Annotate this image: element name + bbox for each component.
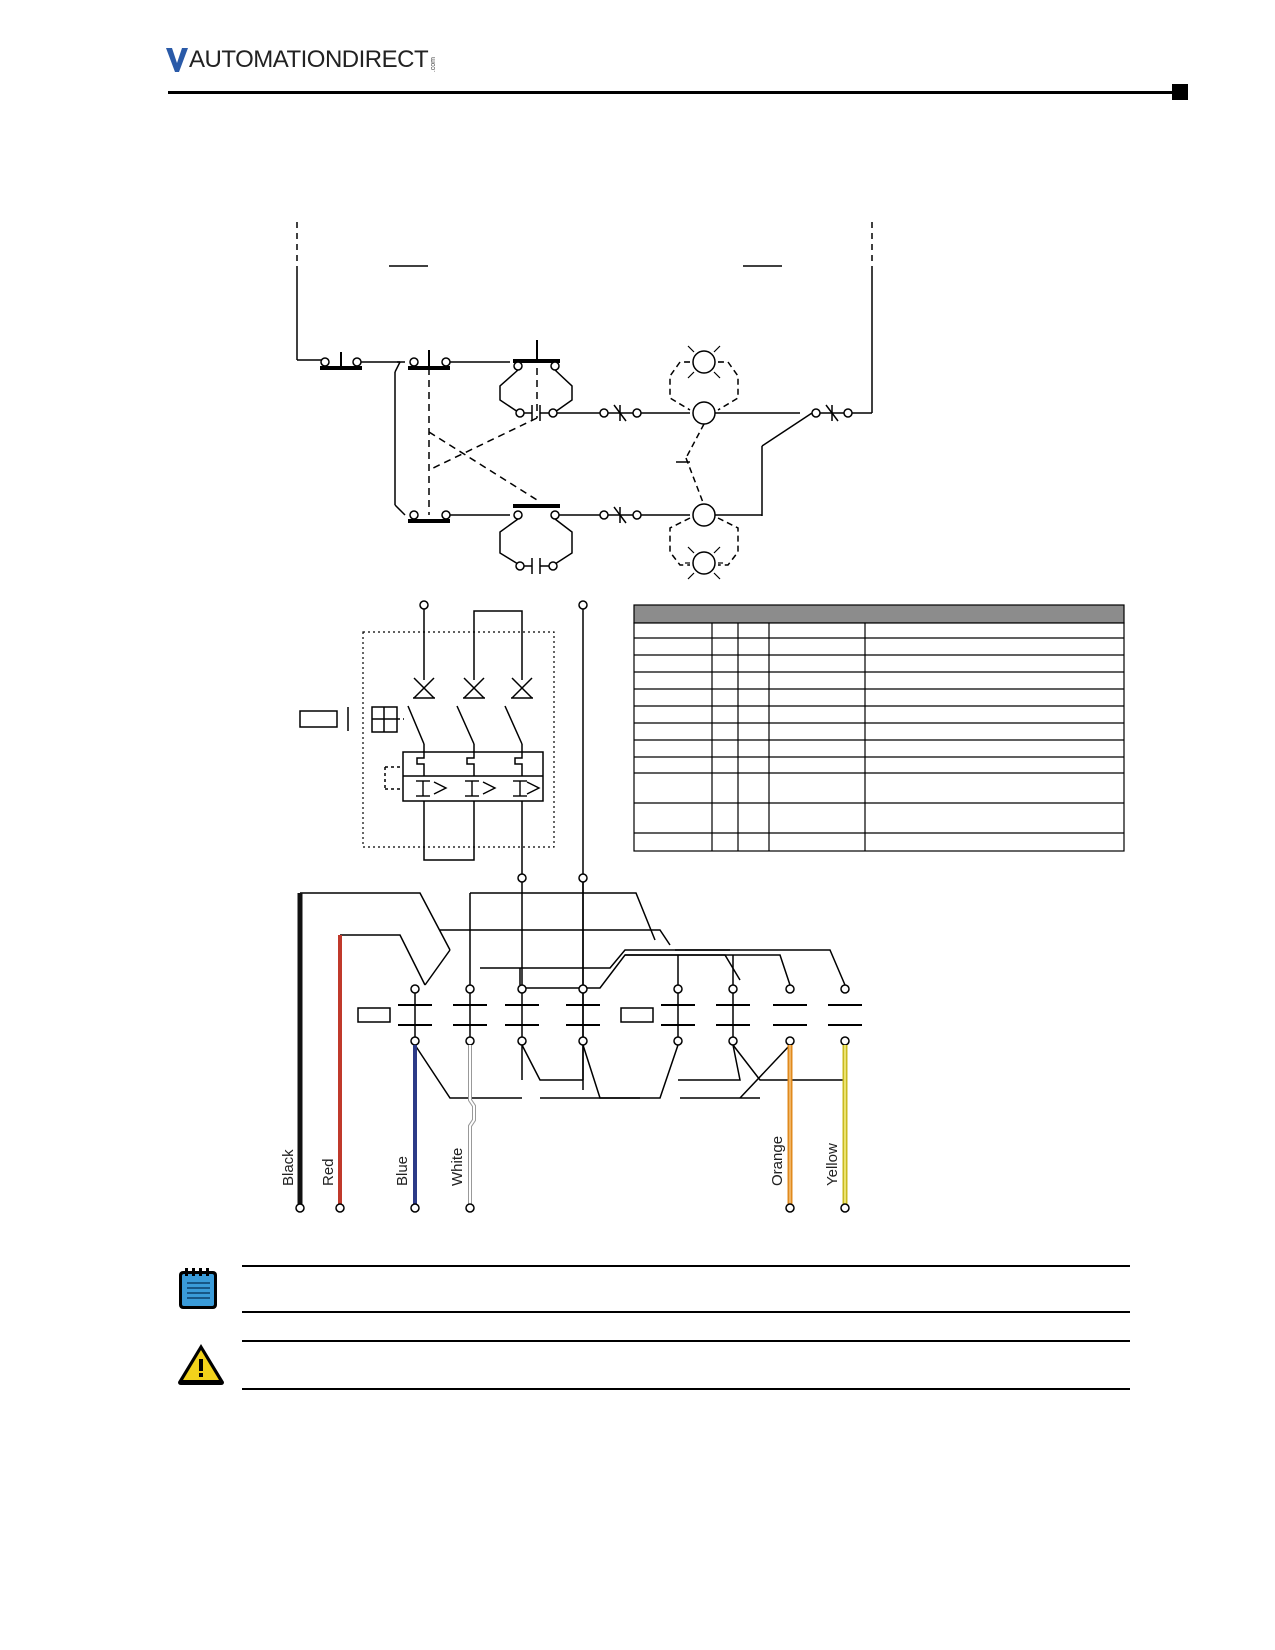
wire-label-black: Black (280, 1149, 297, 1186)
warning-triangle-icon (176, 1342, 226, 1391)
warning-top-rule (242, 1340, 1130, 1342)
note-top-rule (242, 1265, 1130, 1267)
header-marker (1172, 84, 1188, 100)
logo-mark-icon (166, 48, 188, 72)
wire-label-yellow: Yellow (824, 1143, 841, 1186)
wire-label-red: Red (320, 1158, 337, 1186)
control-ladder (296, 222, 873, 580)
logo-text: AUTOMATIONDIRECT (189, 46, 429, 73)
wire-label-white: White (449, 1148, 466, 1186)
output-wires (295, 893, 850, 1213)
note-bottom-rule (242, 1311, 1130, 1313)
warning-bottom-rule (242, 1388, 1130, 1390)
motor-breaker (299, 600, 588, 1090)
automationdirect-logo: AUTOMATIONDIRECT .com (166, 42, 437, 72)
notepad-icon (176, 1266, 222, 1317)
header-rule (168, 91, 1187, 94)
wire-label-blue: Blue (394, 1156, 411, 1186)
spec-table (633, 604, 1125, 852)
contactor-section (300, 882, 862, 1099)
wire-label-orange: Orange (769, 1136, 786, 1186)
